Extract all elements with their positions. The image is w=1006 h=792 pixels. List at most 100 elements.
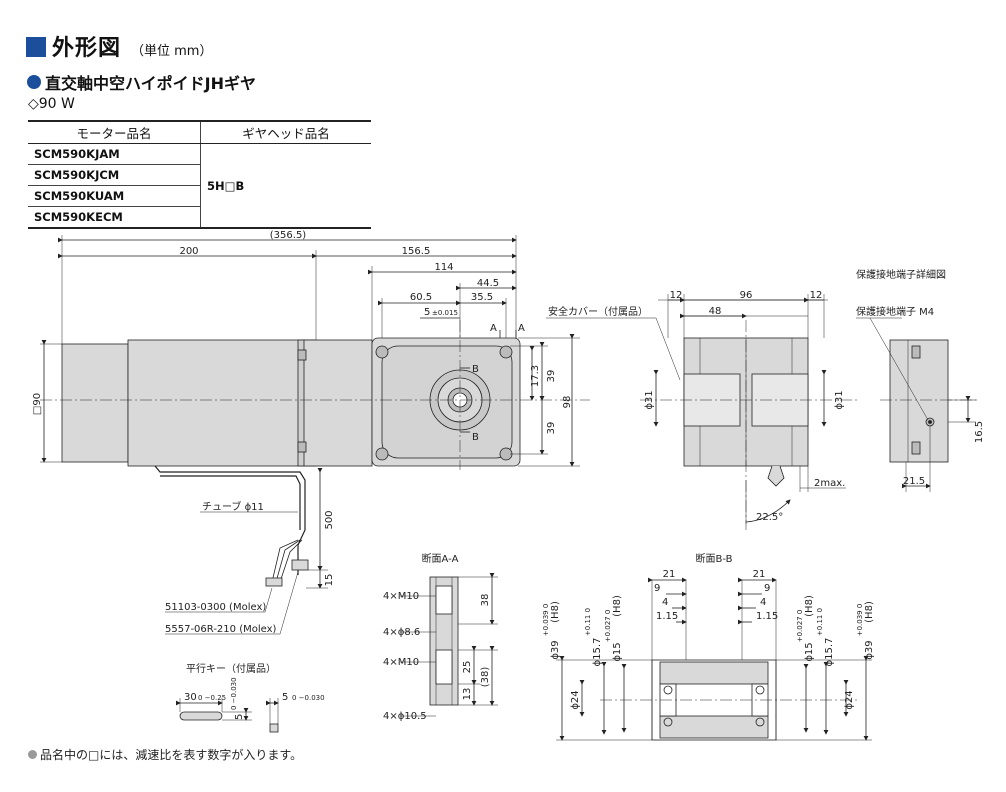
dim-500: 500 <box>324 510 335 529</box>
dim-60-5: 60.5 <box>410 292 432 303</box>
tol-phi39-left: +0.039 0 <box>542 604 550 637</box>
fit-h8-right: (H8) <box>864 601 875 623</box>
dim-35-5: 35.5 <box>471 292 493 303</box>
dim-13: 13 <box>462 688 473 701</box>
front-view <box>40 235 590 635</box>
dim-25: 25 <box>462 661 473 674</box>
section-a-mark: A <box>490 323 497 334</box>
parallel-key <box>176 698 279 733</box>
power-rating: ◇90 W <box>28 96 75 112</box>
connector-label-2: 5557-06R-210 (Molex) <box>165 624 277 635</box>
dim-phi39-right: ϕ39 <box>864 640 875 659</box>
dim-39-lower: 39 <box>546 422 557 435</box>
dim-phi31-right: ϕ31 <box>834 390 845 409</box>
dim-key-5-height: 5 <box>234 714 245 720</box>
motor-model: SCM590KECM <box>28 206 201 229</box>
bullet-dot-icon <box>27 75 41 89</box>
dim-96: 96 <box>740 290 753 301</box>
dim-21-5: 21.5 <box>903 476 925 487</box>
dim-48: 48 <box>709 306 722 317</box>
terminal-label: 保護接地端子 M4 <box>856 305 934 318</box>
tol-key-5-height: 0 −0.030 <box>230 677 238 710</box>
title-square-icon <box>26 37 46 57</box>
tol-key-5-width: 0 −0.030 <box>292 694 325 702</box>
dim-17-3: 17.3 <box>530 365 541 387</box>
dim-21-right: 21 <box>753 569 766 580</box>
terminal-detail-title: 保護接地端子詳細図 <box>856 268 946 281</box>
key-title: 平行キー（付属品） <box>186 662 276 675</box>
tol-phi15-7-right: +0.11 0 <box>816 608 824 636</box>
section-bb-title: 断面B-B <box>696 552 733 565</box>
dim-phi31-left: ϕ31 <box>644 390 655 409</box>
terminal-detail <box>856 317 980 492</box>
fit-h8-inner-left: (H8) <box>612 595 623 617</box>
tol-phi15-right: +0.027 0 <box>796 610 804 643</box>
dim-12-left: 12 <box>670 290 683 301</box>
safety-cover-label: 安全カバー（付属品） <box>548 305 648 318</box>
dim-1-15-right: 1.15 <box>756 611 778 622</box>
dim-phi39-left: ϕ39 <box>550 640 561 659</box>
dim-total: (356.5) <box>270 230 307 241</box>
dim-9-right: 9 <box>764 583 770 594</box>
dim-key-5-width: 5 <box>282 692 288 703</box>
title-text: 外形図 <box>52 36 122 61</box>
label-m10-bottom: 4×M10 <box>383 657 419 668</box>
label-phi8-6: 4×ϕ8.6 <box>383 627 420 638</box>
title-unit: （単位 mm） <box>131 44 213 59</box>
tol-phi15-left: +0.027 0 <box>604 610 612 643</box>
section-b-mark: B <box>472 432 479 443</box>
tol-key-30: 0 −0.25 <box>198 694 226 702</box>
dim-12-right: 12 <box>810 290 823 301</box>
dim-phi15-right: ϕ15 <box>804 642 815 661</box>
dim-5-tolerance: ±0.015 <box>432 309 458 317</box>
side-view <box>546 294 860 530</box>
product-name: 直交軸中空ハイポイドJHギヤ <box>45 74 257 93</box>
dim-44-5: 44.5 <box>477 278 499 289</box>
connector-label-1: 51103-0300 (Molex) <box>165 602 266 613</box>
fit-h8-inner-right: (H8) <box>804 595 815 617</box>
dim-phi24-right: ϕ24 <box>844 690 855 709</box>
label-phi10-5: 4×ϕ10.5 <box>383 711 427 722</box>
page-title: 外形図 （単位 mm） <box>26 30 212 62</box>
section-b-mark: B <box>472 364 479 375</box>
tol-phi15-7-left: +0.11 0 <box>584 608 592 636</box>
gearhead-model: 5H□B <box>200 143 371 229</box>
dim-38: 38 <box>480 594 491 607</box>
fit-h8-left: (H8) <box>550 601 561 623</box>
dim-2max: 2max. <box>814 478 845 489</box>
dim-phi15-7-left: ϕ15.7 <box>592 638 603 667</box>
dim-motor-length: 200 <box>179 246 198 257</box>
col-motor-header: モーター品名 <box>28 120 201 144</box>
motor-model: SCM590KJCM <box>28 164 201 186</box>
dim-38-ref: (38) <box>480 667 491 688</box>
dim-4-right: 4 <box>760 597 766 608</box>
dim-16-5: 16.5 <box>974 421 985 443</box>
dim-gear-length: 156.5 <box>402 246 431 257</box>
dimension-labels: (356.5) 200 156.5 114 44.5 60.5 35.5 5 ±… <box>32 230 985 722</box>
dim-98: 98 <box>562 396 573 409</box>
dim-square-90: □90 <box>32 393 43 415</box>
section-a-mark: A <box>518 323 525 334</box>
col-gearhead-header: ギヤヘッド品名 <box>200 120 371 144</box>
dim-1-15-left: 1.15 <box>656 611 678 622</box>
motor-model: SCM590KJAM <box>28 143 201 165</box>
dim-angle: 22.5° <box>756 512 783 523</box>
footnote-text: 品名中の□には、減速比を表す数字が入ります。 <box>40 748 303 762</box>
dim-9-left: 9 <box>654 583 660 594</box>
dim-21-left: 21 <box>663 569 676 580</box>
dim-phi24-left: ϕ24 <box>570 690 581 709</box>
motor-model: SCM590KUAM <box>28 185 201 207</box>
tol-phi39-right: +0.039 0 <box>856 604 864 637</box>
dim-5: 5 <box>424 307 430 318</box>
dim-4-left: 4 <box>662 597 668 608</box>
section-aa-title: 断面A-A <box>422 552 459 565</box>
dim-phi15-left: ϕ15 <box>612 642 623 661</box>
product-heading: 直交軸中空ハイポイドJHギヤ <box>27 70 256 94</box>
section-bb <box>556 577 872 741</box>
dim-114: 114 <box>434 262 453 273</box>
label-m10-top: 4×M10 <box>383 591 419 602</box>
dim-15: 15 <box>324 574 335 587</box>
tube-label: チューブ ϕ11 <box>202 500 264 513</box>
footnote: 品名中の□には、減速比を表す数字が入ります。 <box>28 746 302 763</box>
